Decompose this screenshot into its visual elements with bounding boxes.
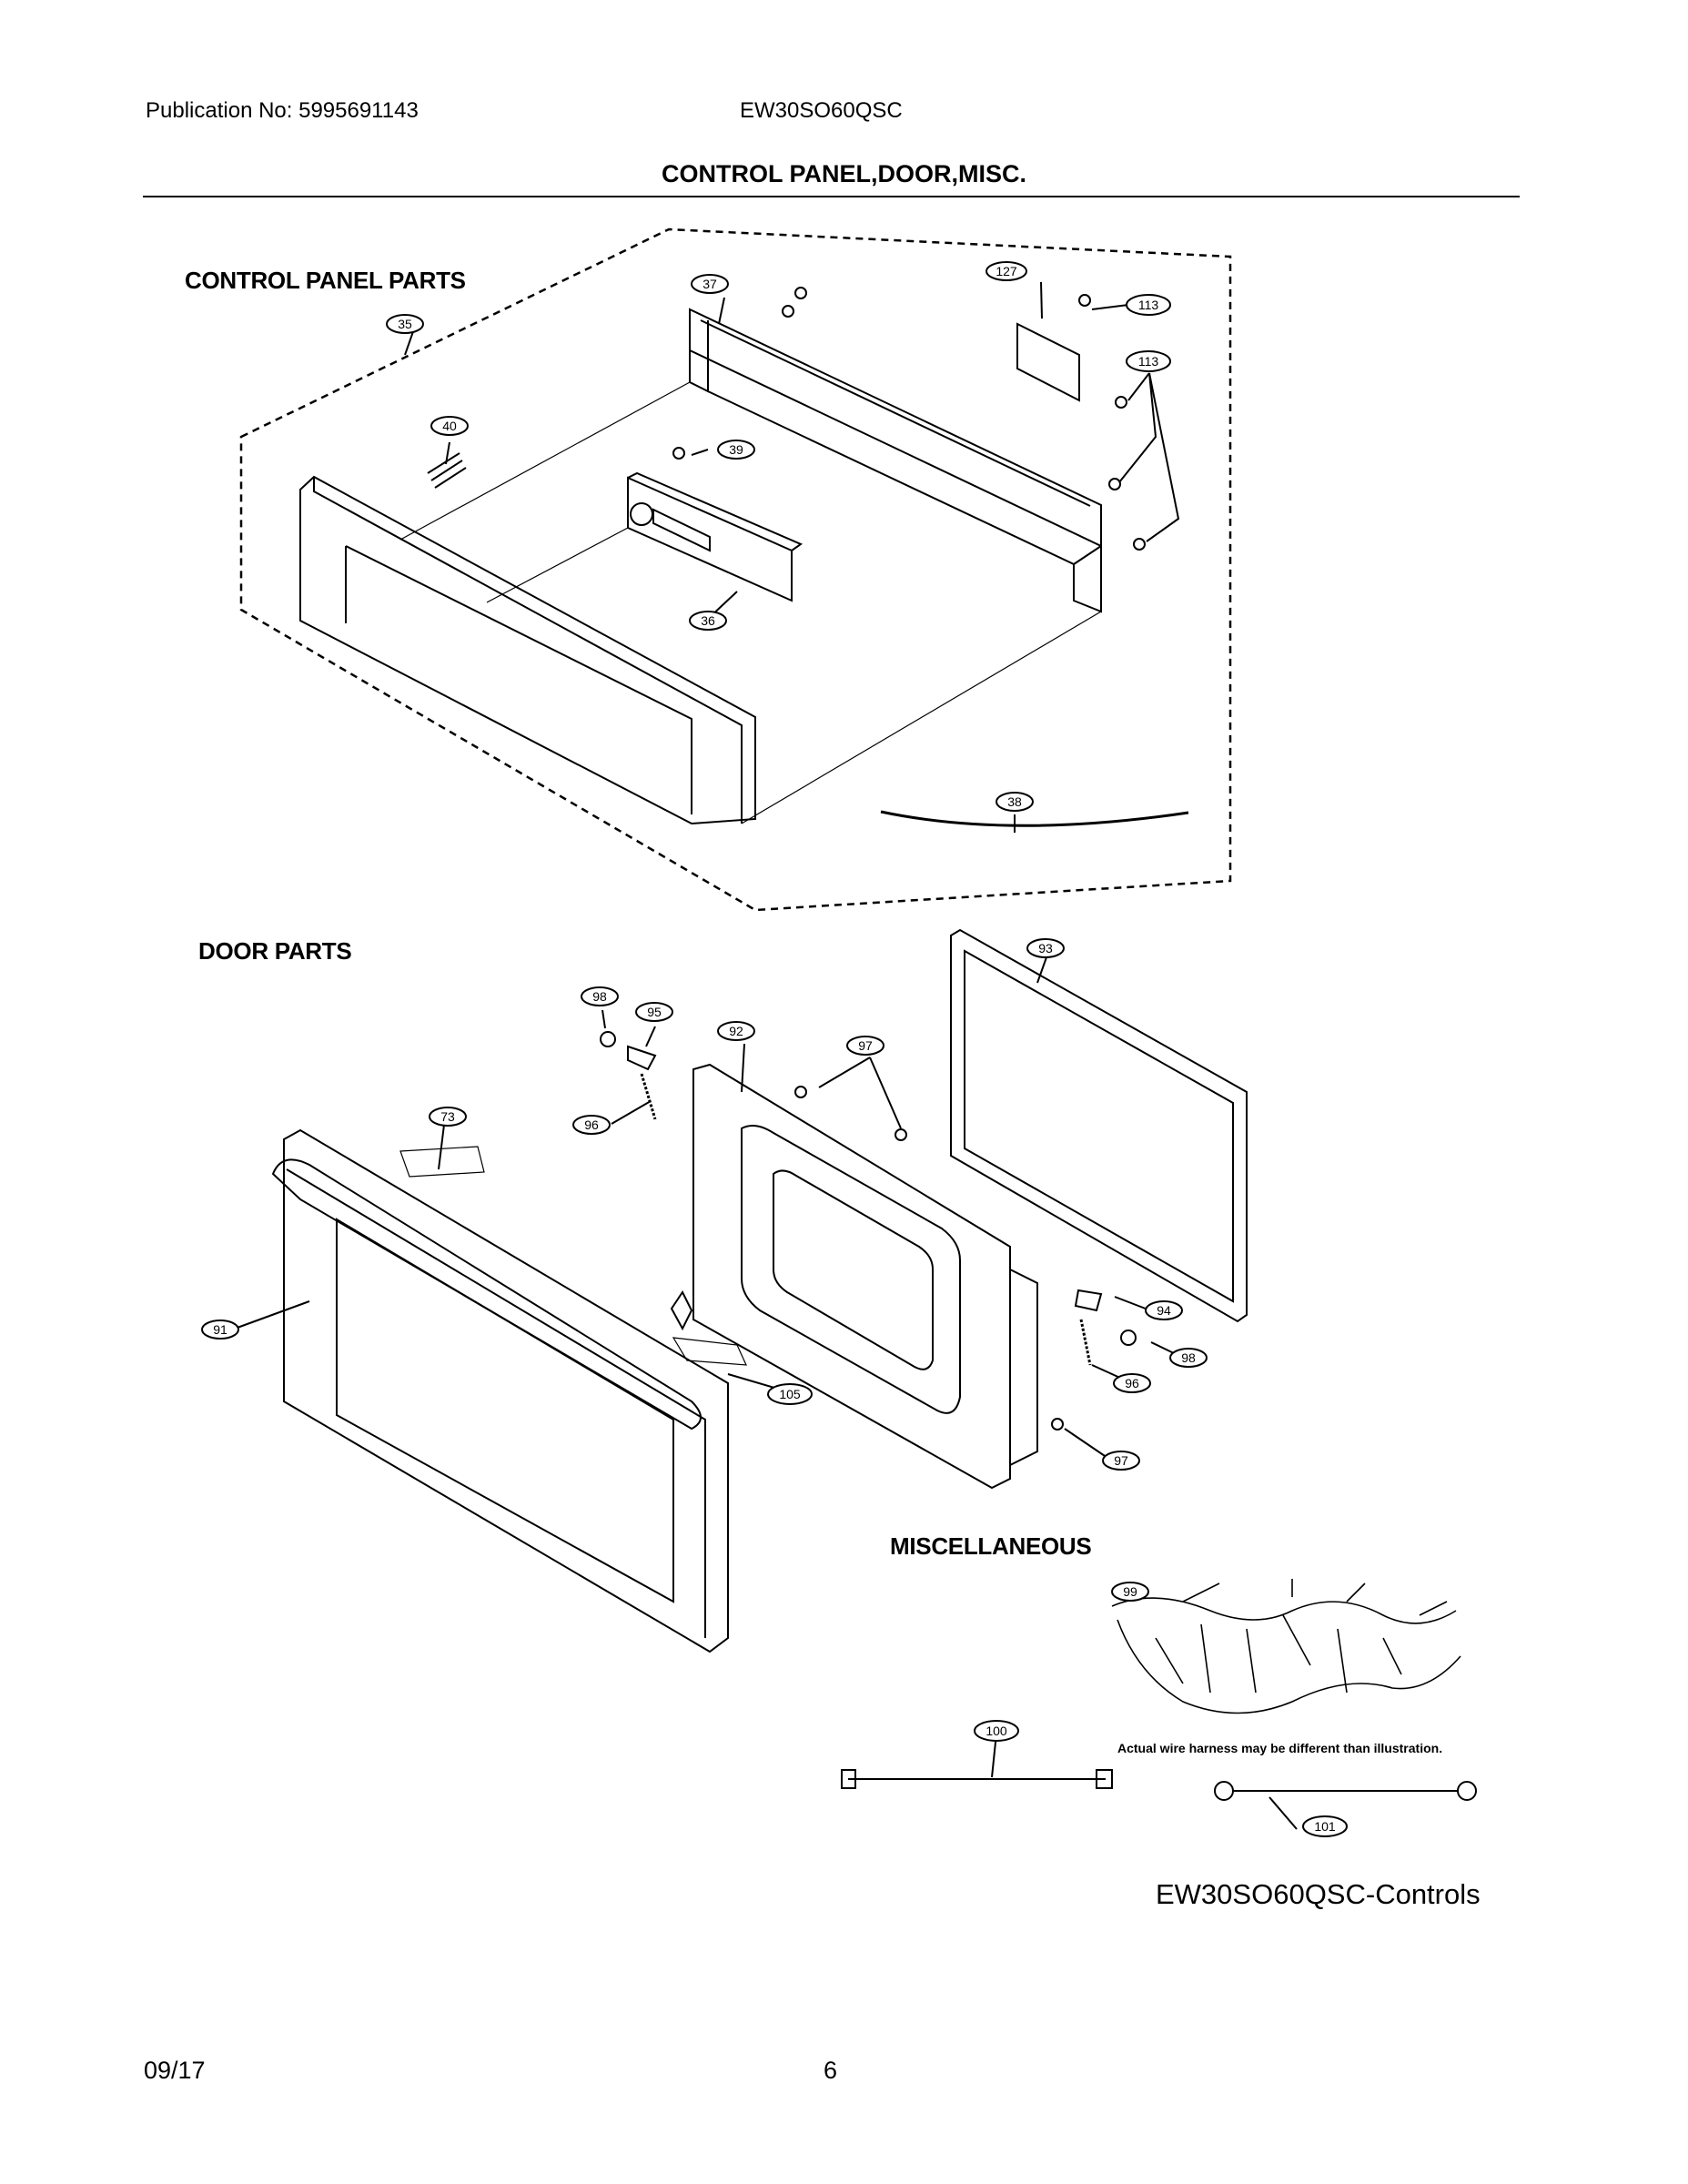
callout-97: 97 xyxy=(1114,1453,1128,1468)
door-label-105 xyxy=(672,1337,747,1366)
door-gasket-frame xyxy=(950,928,1248,1323)
outer-door xyxy=(271,1128,729,1653)
callout-98: 98 xyxy=(592,989,607,1004)
model-number: EW30SO60QSC xyxy=(740,98,903,123)
wire-lead-100 xyxy=(841,1769,1113,1789)
callout-39: 39 xyxy=(729,442,743,457)
footer-date: 09/17 xyxy=(144,2057,206,2084)
callout-38: 38 xyxy=(1007,794,1022,809)
callout-97: 97 xyxy=(858,1038,873,1053)
callout-100: 100 xyxy=(986,1724,1007,1738)
publication-number: Publication No: 5995691143 xyxy=(146,98,419,123)
section-door-parts: DOOR PARTS xyxy=(198,937,351,965)
harness-note: Actual wire harness may be different tha… xyxy=(1117,1741,1442,1755)
callout-94: 94 xyxy=(1157,1303,1171,1318)
section-miscellaneous: MISCELLANEOUS xyxy=(890,1532,1091,1560)
callout-36: 36 xyxy=(701,613,715,628)
callout-127: 127 xyxy=(996,264,1017,278)
page-number: 6 xyxy=(824,2057,838,2084)
section-control-panel-parts: CONTROL PANEL PARTS xyxy=(185,267,466,294)
control-wire xyxy=(880,810,1189,827)
callout-92: 92 xyxy=(729,1024,743,1038)
inner-door-panel xyxy=(692,1063,1038,1490)
callout-101: 101 xyxy=(1314,1819,1336,1834)
callout-96: 96 xyxy=(1125,1376,1139,1390)
callout-91: 91 xyxy=(213,1322,227,1337)
wire-harness xyxy=(1111,1579,1461,1714)
callout-98: 98 xyxy=(1181,1350,1196,1365)
callout-37: 37 xyxy=(702,277,717,291)
electronic-control-module xyxy=(627,471,804,602)
door-hinges-screws xyxy=(600,1031,1137,1431)
control-panel-back-bracket xyxy=(689,308,1102,613)
callout-96: 96 xyxy=(584,1117,599,1132)
ground-strap-101 xyxy=(1214,1781,1477,1801)
callout-99: 99 xyxy=(1123,1584,1137,1599)
title-rule xyxy=(143,196,1520,197)
callout-113: 113 xyxy=(1138,354,1159,369)
callout-105: 105 xyxy=(779,1387,801,1401)
control-panel-front xyxy=(299,475,756,825)
page-title: CONTROL PANEL,DOOR,MISC. xyxy=(661,160,1026,187)
callout-95: 95 xyxy=(647,1005,662,1019)
door-label-73 xyxy=(399,1146,485,1178)
relay-board xyxy=(1016,322,1080,402)
screws-control xyxy=(427,287,1146,551)
control-panel-boundary xyxy=(239,228,1232,912)
callout-113: 113 xyxy=(1138,298,1159,312)
callout-35: 35 xyxy=(398,317,412,331)
callout-73: 73 xyxy=(440,1109,455,1124)
diagram-caption: EW30SO60QSC-Controls xyxy=(1156,1878,1481,1910)
callout-40: 40 xyxy=(442,419,457,433)
callout-93: 93 xyxy=(1038,941,1053,956)
